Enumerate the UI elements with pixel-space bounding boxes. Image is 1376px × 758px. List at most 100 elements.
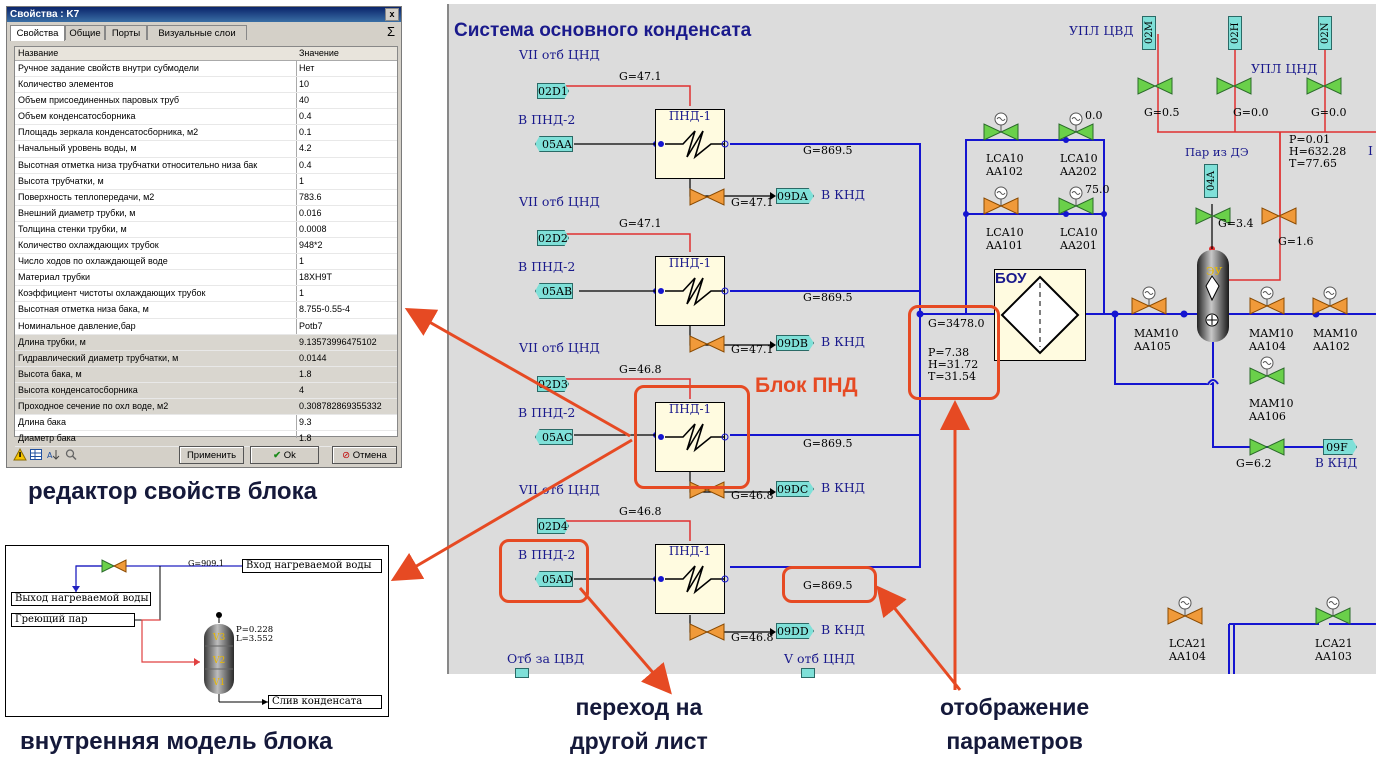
property-value[interactable]: 0.308782869355332 [299,400,382,411]
property-value[interactable]: 4 [299,384,305,395]
column-header-name[interactable]: Название [18,48,59,58]
search-icon[interactable] [65,449,77,461]
tag-v-otb[interactable] [801,668,815,678]
property-value[interactable]: 0.016 [299,207,322,218]
deaerator-tank[interactable] [1195,246,1231,346]
drain-tag[interactable]: 09DB [776,335,814,351]
valve[interactable] [1249,356,1285,392]
ok-button[interactable]: ✔ Ok [250,446,319,464]
property-value[interactable]: 9.13573996475102 [299,336,377,347]
valve[interactable] [1312,286,1348,322]
sort-icon[interactable]: A [47,449,60,460]
valve[interactable] [1315,596,1351,632]
valve[interactable] [1131,286,1167,322]
pnd-block[interactable]: ПНД-1 [655,402,729,472]
tab-properties[interactable]: Свойства [10,25,65,41]
cancel-button[interactable]: ⊘ Отмена [332,446,397,464]
property-value[interactable]: 4.2 [299,143,312,154]
steam-source-tag[interactable]: 02D4 [537,518,569,534]
column-separator[interactable] [296,47,297,438]
valve[interactable] [1216,77,1252,95]
property-value[interactable]: 0.4 [299,159,312,170]
property-value[interactable]: Potb7 [299,320,323,331]
valve[interactable] [983,112,1019,148]
property-value[interactable]: 8.755-0.55-4 [299,304,351,315]
property-value[interactable]: 1.8 [299,368,312,379]
valve[interactable] [1249,438,1285,456]
steam-source-tag[interactable]: 02D2 [537,230,569,246]
valve[interactable] [1137,77,1173,95]
property-value[interactable]: 40 [299,95,310,106]
drain-port[interactable]: Слив конденсата [268,695,382,709]
tab-ports[interactable]: Порты [105,25,147,40]
goto-pnd2-tag[interactable]: 05AD [535,571,573,587]
property-value[interactable]: 948*2 [299,240,323,251]
valve[interactable] [1249,286,1285,322]
drain-valve[interactable] [689,623,740,641]
property-value[interactable]: 0.0008 [299,223,327,234]
property-row[interactable]: Высотная отметка низа трубчатки относите… [15,158,397,174]
valve[interactable] [1058,112,1094,148]
table-icon[interactable] [30,449,42,460]
property-value[interactable]: 1.8 [299,433,312,444]
pnd-block[interactable]: ПНД-1 [655,256,729,326]
property-value[interactable]: 10 [299,79,310,90]
valve[interactable] [1306,77,1342,95]
property-value[interactable]: 0.0144 [299,352,327,363]
steam-source-tag[interactable]: 02D1 [537,83,569,99]
property-value[interactable]: Нет [299,63,315,73]
drain-valve[interactable] [689,335,740,353]
drain-tag[interactable]: 09DC [776,481,814,497]
tab-visual-layers[interactable]: Визуальные слои [147,25,247,40]
outlet-port[interactable]: Выход нагреваемой воды [11,592,151,606]
drain-tag[interactable]: 09DD [776,623,814,639]
valve[interactable] [1261,207,1297,225]
valve[interactable] [1195,207,1231,225]
warning-icon[interactable] [13,447,27,461]
property-value[interactable]: 18ХН9Т [299,272,333,283]
drain-valve[interactable] [689,188,740,206]
tab-general[interactable]: Общие [65,25,105,40]
property-value[interactable]: 783.6 [299,191,322,202]
property-value[interactable]: 9.3 [299,417,312,428]
goto-pnd2-tag[interactable]: 05AB [535,283,573,299]
tag-otb-cvd[interactable] [515,668,529,678]
property-value[interactable]: 1 [299,256,305,267]
valve[interactable] [983,186,1019,222]
apply-button[interactable]: Применить [179,446,244,464]
property-value[interactable]: 0.1 [299,127,312,138]
drain-tag[interactable]: 09DA [776,188,814,204]
pnd-block[interactable]: ПНД-1 [655,544,729,614]
goto-pnd2-tag[interactable]: 05AC [535,429,573,445]
steam-port[interactable]: Греющий пар [11,613,135,627]
inlet-port[interactable]: Вход нагреваемой воды [242,559,382,573]
valve[interactable] [1167,596,1203,632]
bou-block[interactable] [994,269,1086,361]
dialog-title-bar[interactable]: Свойства : K7 x [7,7,401,22]
goto-pnd2-tag[interactable]: 05AA [535,136,573,152]
property-value[interactable]: 1 [299,175,305,186]
sigma-icon[interactable]: Σ [386,24,395,39]
pnd-block[interactable]: ПНД-1 [655,109,729,179]
column-header-value[interactable]: Значение [299,48,339,58]
property-value[interactable]: 0.4 [299,111,312,122]
